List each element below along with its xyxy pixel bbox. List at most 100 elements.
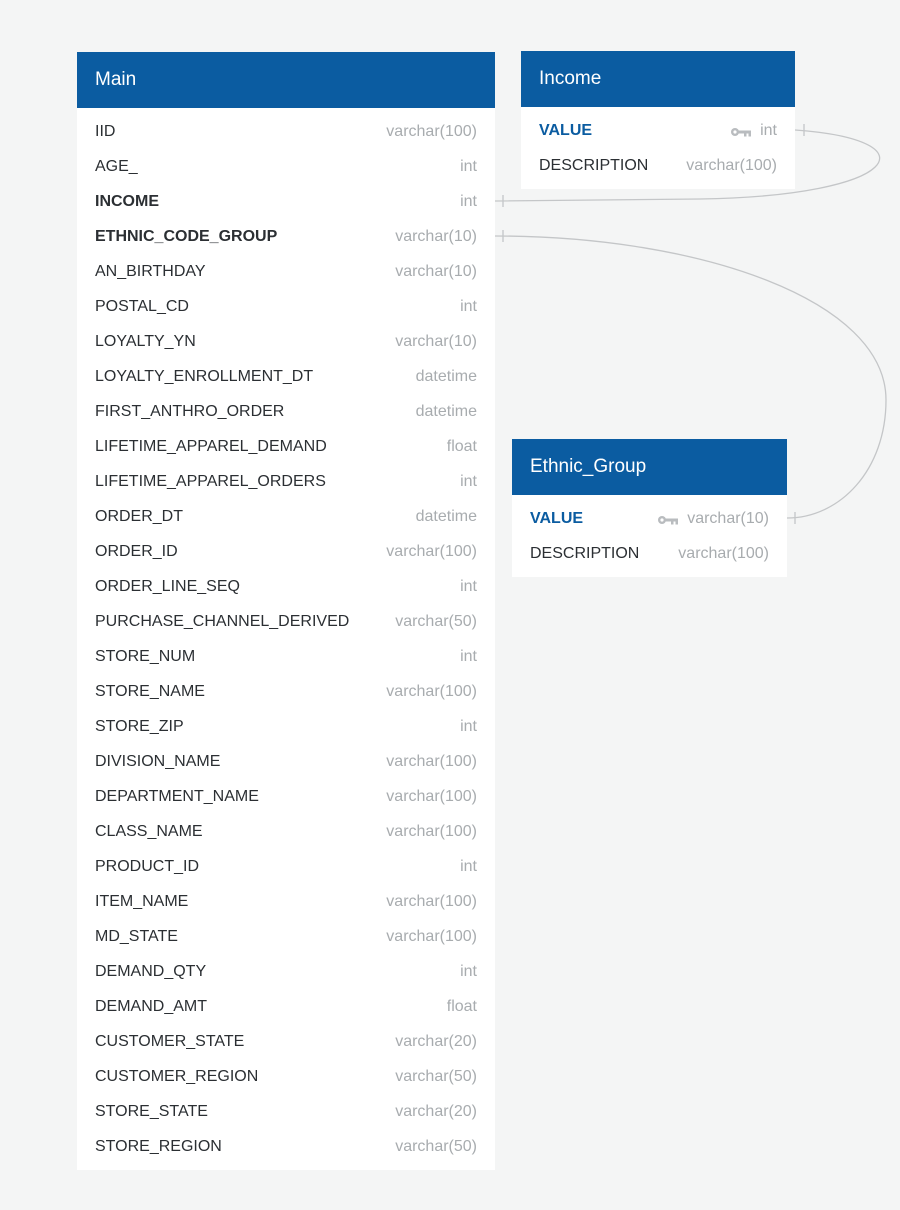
column-type-label: int	[760, 121, 777, 139]
table-row[interactable]: AGE_ int	[77, 149, 495, 184]
table-row[interactable]: AN_BIRTHDAY varchar(10)	[77, 254, 495, 289]
column-type: varchar(100)	[386, 893, 477, 911]
column-type: varchar(20)	[395, 1033, 477, 1051]
column-type-label: varchar(100)	[386, 682, 477, 700]
table-row[interactable]: PRODUCT_ID int	[77, 849, 495, 884]
column-type: varchar(10)	[395, 228, 477, 246]
column-type: varchar(100)	[386, 753, 477, 771]
table-row[interactable]: ETHNIC_CODE_GROUP varchar(10)	[77, 219, 495, 254]
column-name: PRODUCT_ID	[95, 857, 200, 875]
column-type: int	[460, 858, 477, 876]
column-type-label: varchar(100)	[686, 156, 777, 174]
column-type-label: int	[460, 962, 477, 980]
column-name: CUSTOMER_REGION	[95, 1067, 259, 1085]
table-row[interactable]: STORE_REGION varchar(50)	[77, 1129, 495, 1164]
column-type-label: int	[460, 577, 477, 595]
column-type-label: varchar(20)	[395, 1032, 477, 1050]
column-type: varchar(100)	[386, 788, 477, 806]
table-ethnic-group-title[interactable]: Ethnic_Group	[512, 439, 787, 495]
column-type-label: datetime	[415, 402, 477, 420]
table-row[interactable]: DEMAND_QTY int	[77, 954, 495, 989]
column-name: CUSTOMER_STATE	[95, 1032, 245, 1050]
column-type-label: varchar(50)	[395, 1067, 477, 1085]
column-name: ORDER_DT	[95, 507, 184, 525]
column-name: FIRST_ANTHRO_ORDER	[95, 402, 285, 420]
column-type: varchar(100)	[386, 823, 477, 841]
table-row[interactable]: POSTAL_CD int	[77, 289, 495, 324]
column-type: varchar(10)	[395, 263, 477, 281]
table-row[interactable]: CUSTOMER_STATE varchar(20)	[77, 1024, 495, 1059]
column-type: varchar(10)	[395, 333, 477, 351]
column-name: VALUE	[530, 509, 584, 527]
column-name: AN_BIRTHDAY	[95, 262, 206, 280]
column-type: varchar(100)	[678, 545, 769, 563]
column-type: int	[460, 193, 477, 211]
column-name: PURCHASE_CHANNEL_DERIVED	[95, 612, 350, 630]
table-row[interactable]: DESCRIPTION varchar(100)	[521, 148, 795, 183]
column-type-label: int	[460, 192, 477, 210]
column-type: int	[460, 648, 477, 666]
column-name: DEMAND_AMT	[95, 997, 208, 1015]
column-name: DEMAND_QTY	[95, 962, 207, 980]
column-type: varchar(50)	[395, 1068, 477, 1086]
column-type-label: int	[460, 157, 477, 175]
column-type: int	[460, 298, 477, 316]
column-name: ORDER_ID	[95, 542, 178, 560]
table-row[interactable]: STORE_NAME varchar(100)	[77, 674, 495, 709]
column-type-label: int	[460, 717, 477, 735]
column-name: ETHNIC_CODE_GROUP	[95, 227, 278, 245]
table-income-title[interactable]: Income	[521, 51, 795, 107]
table-row[interactable]: STORE_STATE varchar(20)	[77, 1094, 495, 1129]
column-name: STORE_NAME	[95, 682, 205, 700]
table-row[interactable]: STORE_NUM int	[77, 639, 495, 674]
column-name: STORE_ZIP	[95, 717, 184, 735]
column-name: POSTAL_CD	[95, 297, 189, 315]
column-type-label: float	[446, 437, 477, 455]
column-type-label: varchar(100)	[386, 122, 477, 140]
column-type: int	[460, 158, 477, 176]
column-type: datetime	[416, 403, 477, 421]
table-row[interactable]: FIRST_ANTHRO_ORDER datetime	[77, 394, 495, 429]
column-name: STORE_STATE	[95, 1102, 208, 1120]
table-main-title[interactable]: Main	[77, 52, 495, 108]
column-name: DEPARTMENT_NAME	[95, 787, 259, 805]
column-name: VALUE	[539, 121, 593, 139]
column-name: AGE_	[95, 157, 138, 175]
column-name: STORE_NUM	[95, 647, 196, 665]
column-type-label: varchar(10)	[395, 332, 477, 350]
table-row[interactable]: ORDER_DT datetime	[77, 499, 495, 534]
column-type-label: int	[460, 647, 477, 665]
table-row[interactable]: STORE_ZIP int	[77, 709, 495, 744]
column-type-label: varchar(50)	[395, 1137, 477, 1155]
column-name: STORE_REGION	[95, 1137, 222, 1155]
column-type: varchar(100)	[386, 123, 477, 141]
table-row[interactable]: DEPARTMENT_NAME varchar(100)	[77, 779, 495, 814]
column-name: DESCRIPTION	[539, 156, 649, 174]
column-type-label: varchar(20)	[395, 1102, 477, 1120]
column-type: datetime	[416, 508, 477, 526]
table-row[interactable]: VALUE int	[521, 113, 795, 148]
column-type: datetime	[416, 368, 477, 386]
column-type: int	[460, 963, 477, 981]
table-row[interactable]: CUSTOMER_REGION varchar(50)	[77, 1059, 495, 1094]
